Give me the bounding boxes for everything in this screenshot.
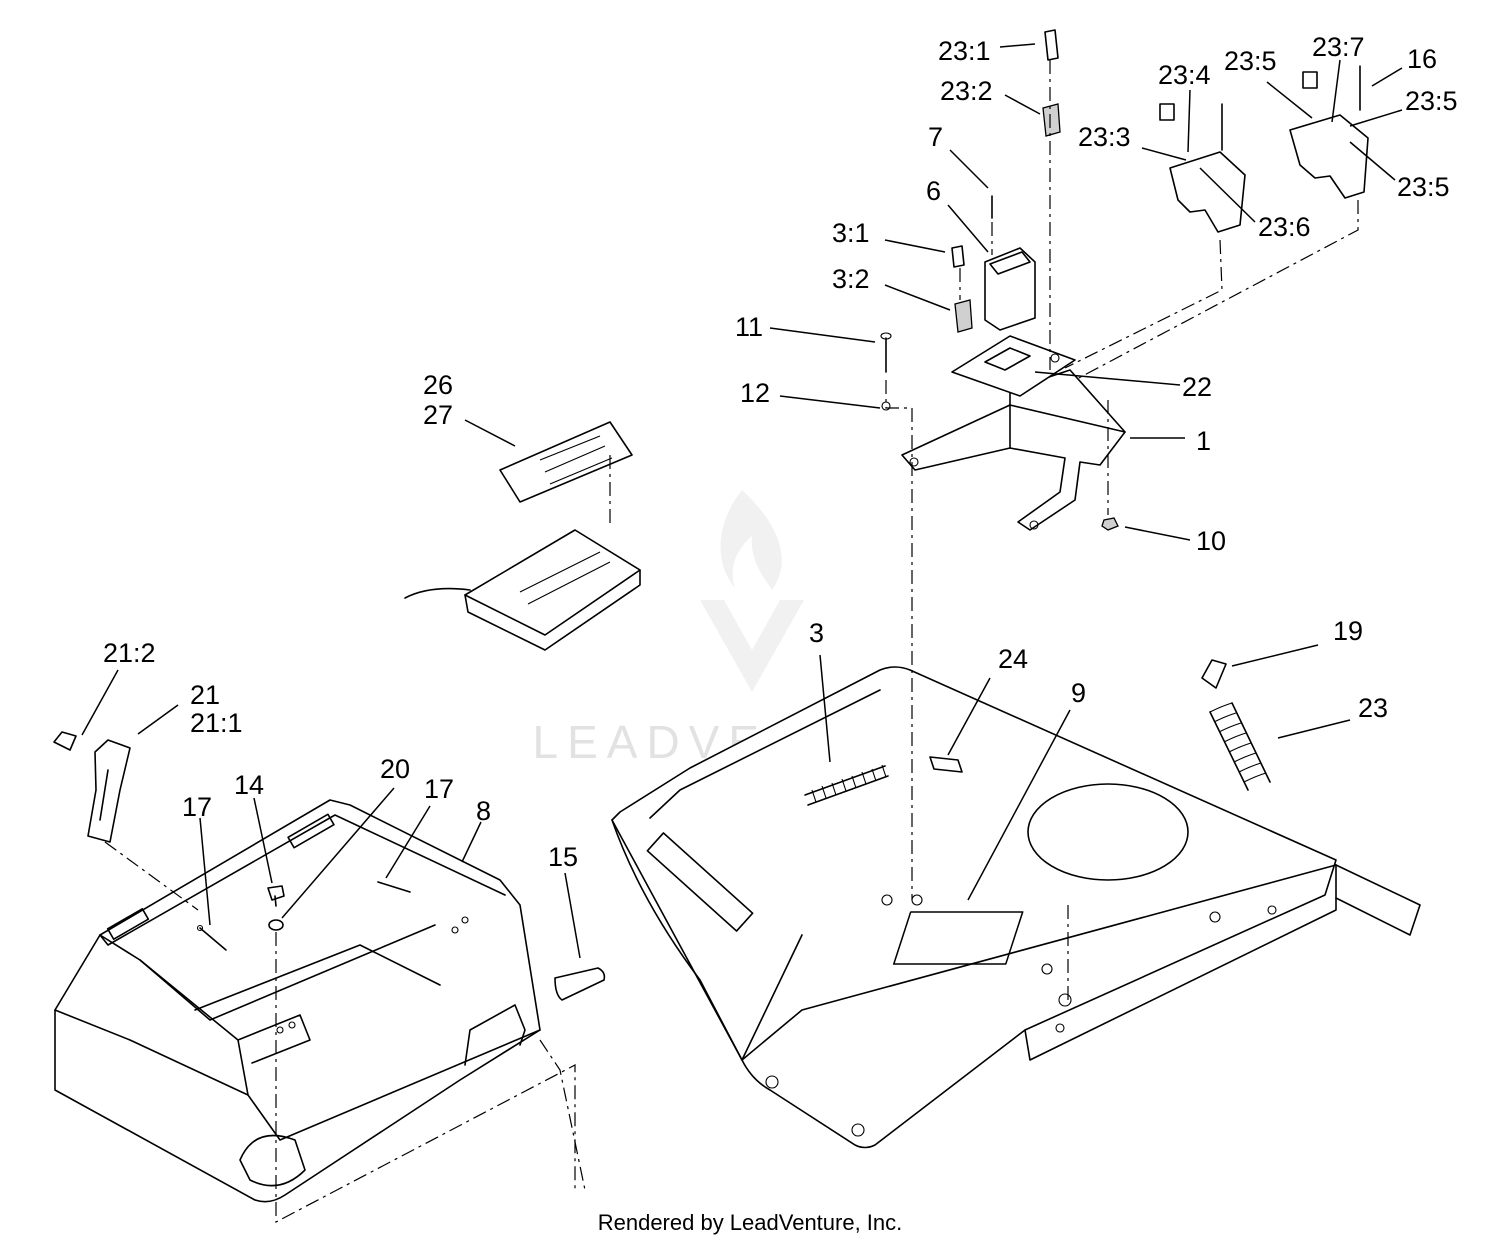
callout-6: 6 xyxy=(926,176,941,206)
callout-24: 24 xyxy=(998,644,1028,674)
callout-14: 14 xyxy=(234,770,264,800)
nut-10 xyxy=(1101,517,1119,531)
callout-21-1: 21:1 xyxy=(190,708,243,738)
callout-23-6: 23:6 xyxy=(1258,212,1311,242)
callout-21: 21 xyxy=(190,680,220,710)
callout-10: 10 xyxy=(1196,526,1226,556)
bracket-23-left xyxy=(1159,103,1246,233)
callout-15: 15 xyxy=(548,842,578,872)
callout-27: 27 xyxy=(423,400,453,430)
callout-11: 11 xyxy=(735,312,763,342)
latch-21 xyxy=(53,731,131,843)
spring-23 xyxy=(1209,702,1271,791)
part-24 xyxy=(929,756,963,773)
callout-19: 19 xyxy=(1333,616,1363,646)
callout-23: 23 xyxy=(1358,693,1388,723)
callout-17-right: 17 xyxy=(424,774,454,804)
callouts: 23:1 23:2 23:3 23:4 23:5 23:7 16 23:5 23… xyxy=(103,32,1458,872)
callout-3-1: 3:1 xyxy=(832,218,870,248)
knob-3-2 xyxy=(954,299,973,333)
screw-17-right xyxy=(377,881,411,893)
bracket-23-right xyxy=(1289,65,1369,199)
callout-9: 9 xyxy=(1071,678,1086,708)
fastener-14 xyxy=(267,885,285,907)
washer-20 xyxy=(268,919,284,931)
callout-23-5-top: 23:5 xyxy=(1224,46,1277,76)
washer-12 xyxy=(881,401,891,411)
callout-1: 1 xyxy=(1196,426,1211,456)
callout-23-4: 23:4 xyxy=(1158,60,1211,90)
console-housing-8 xyxy=(54,799,541,1203)
callout-3: 3 xyxy=(809,618,824,648)
callout-23-7: 23:7 xyxy=(1312,32,1365,62)
screw-17-left xyxy=(196,924,227,951)
callout-23-5-bottom: 23:5 xyxy=(1397,172,1450,202)
callout-16: 16 xyxy=(1407,44,1437,74)
callout-23-3: 23:3 xyxy=(1078,122,1131,152)
callout-7: 7 xyxy=(928,122,943,152)
spring-3 xyxy=(804,764,889,806)
footer-credit: Rendered by LeadVenture, Inc. xyxy=(598,1210,903,1235)
callout-3-2: 3:2 xyxy=(832,264,870,294)
callout-12: 12 xyxy=(740,378,770,408)
callout-21-2: 21:2 xyxy=(103,638,156,668)
leadventure-logo-icon xyxy=(700,490,804,692)
cap-23-1 xyxy=(1044,29,1059,61)
callout-22: 22 xyxy=(1182,372,1212,402)
assembly-lines xyxy=(104,60,1359,1223)
callout-8: 8 xyxy=(476,796,491,826)
callout-20: 20 xyxy=(380,754,410,784)
callout-23-5-mid: 23:5 xyxy=(1405,86,1458,116)
hood-panel xyxy=(611,666,1421,1149)
bolt-11 xyxy=(880,332,892,373)
leader-lines xyxy=(81,43,1403,959)
callout-17-left: 17 xyxy=(182,792,212,822)
knob-3-1 xyxy=(951,245,965,268)
control-panel xyxy=(404,421,641,651)
callout-23-1: 23:1 xyxy=(938,36,991,66)
plate-22 xyxy=(951,335,1076,397)
knob-23-2 xyxy=(1042,103,1061,137)
callout-26: 26 xyxy=(423,370,453,400)
clip-19 xyxy=(1201,659,1227,689)
switch-6 xyxy=(984,247,1036,331)
callout-23-2: 23:2 xyxy=(940,76,993,106)
part-15 xyxy=(554,967,606,1001)
